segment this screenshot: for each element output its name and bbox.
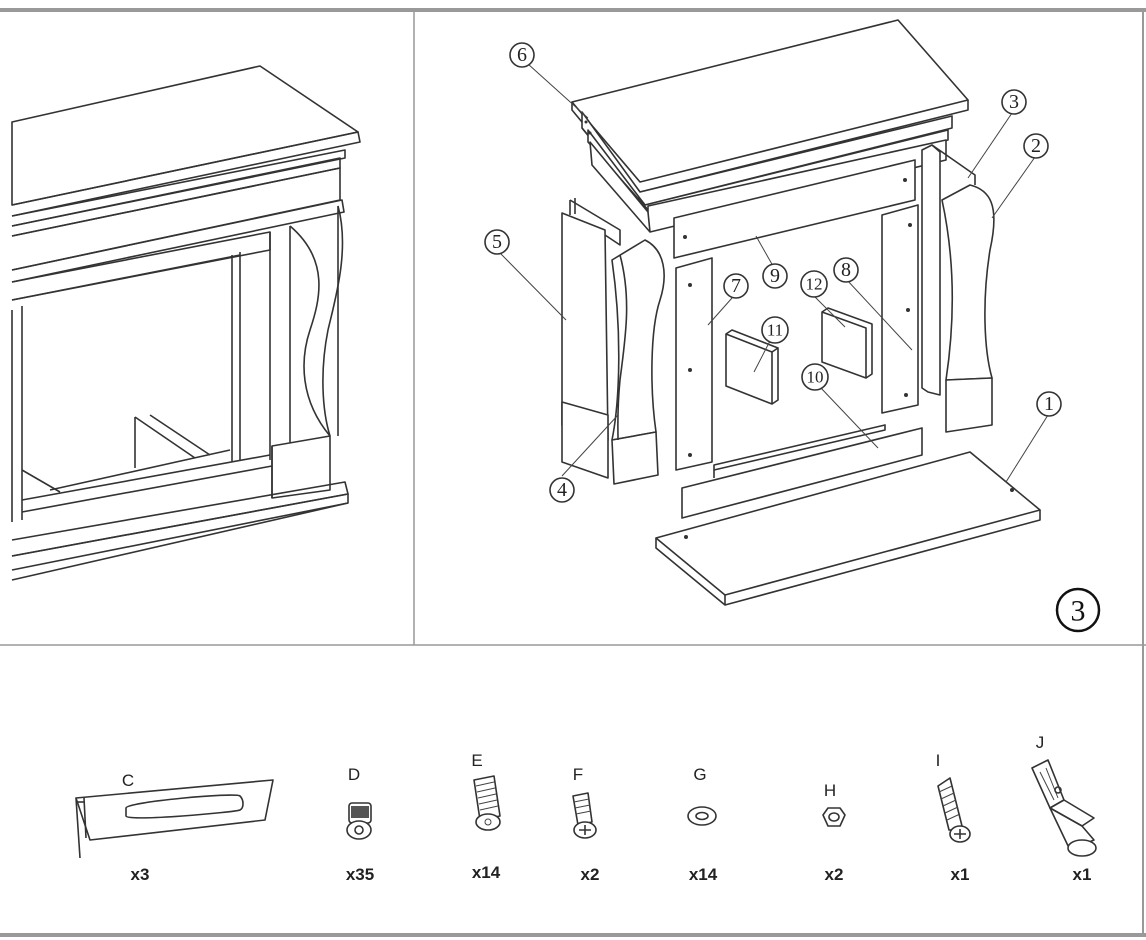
svg-text:5: 5 <box>492 231 502 253</box>
hearth-base-part <box>655 451 1041 606</box>
step-number-badge: 3 <box>1055 587 1101 633</box>
svg-text:1: 1 <box>1044 393 1054 415</box>
svg-text:9: 9 <box>770 265 780 287</box>
hardware-item-h: H x2 <box>822 781 846 884</box>
hardware-item-c: C x3 <box>75 771 274 884</box>
svg-text:11: 11 <box>767 321 783 340</box>
top-mantel-part <box>571 19 969 233</box>
hardware-item-d: D x35 <box>346 765 374 884</box>
frame <box>0 8 1146 937</box>
callout-9: 9 <box>762 263 788 289</box>
hardware-item-j: J x1 <box>1031 733 1097 884</box>
nut-icon <box>822 807 846 827</box>
svg-text:J: J <box>1036 733 1045 752</box>
hardware-item-e: E x14 <box>471 751 501 882</box>
washer-icon <box>687 806 717 826</box>
step-number: 3 <box>1071 595 1086 628</box>
hardware-item-g: G x14 <box>687 765 718 884</box>
svg-text:x1: x1 <box>1073 865 1092 884</box>
callout-2: 2 <box>1023 133 1049 159</box>
svg-text:x35: x35 <box>346 865 374 884</box>
bracket-icon <box>75 779 274 859</box>
svg-text:G: G <box>693 765 706 784</box>
svg-text:12: 12 <box>806 275 823 294</box>
callout-7: 7 <box>723 273 749 299</box>
screw-icon <box>473 775 501 831</box>
svg-text:x1: x1 <box>951 865 970 884</box>
callout-11: 11 <box>761 316 789 344</box>
callout-8: 8 <box>833 257 859 283</box>
callout-5: 5 <box>484 229 510 255</box>
block-12-part <box>821 307 873 379</box>
right-back-panel-part <box>881 204 919 414</box>
svg-text:7: 7 <box>731 275 741 297</box>
svg-text:C: C <box>122 771 134 790</box>
svg-text:4: 4 <box>557 479 567 501</box>
callout-circles: 6 3 2 5 9 7 8 12 11 10 1 4 <box>484 42 1062 503</box>
callout-3: 3 <box>1001 89 1027 115</box>
svg-text:x14: x14 <box>689 865 718 884</box>
block-11-part <box>725 329 779 405</box>
floor-trim-part <box>681 424 923 519</box>
callout-10: 10 <box>801 363 829 391</box>
hardware-list: C x3 D x35 E x14 <box>75 733 1097 884</box>
svg-text:x3: x3 <box>131 865 150 884</box>
svg-text:10: 10 <box>807 368 824 387</box>
hardware-item-i: I x1 <box>936 751 971 884</box>
svg-text:E: E <box>471 751 482 770</box>
callout-1: 1 <box>1036 391 1062 417</box>
svg-text:D: D <box>348 765 360 784</box>
svg-text:x14: x14 <box>472 863 501 882</box>
callout-12: 12 <box>800 270 828 298</box>
svg-text:8: 8 <box>841 259 851 281</box>
cam-lock-icon <box>346 802 372 840</box>
svg-text:x2: x2 <box>825 865 844 884</box>
hardware-item-f: F x2 <box>572 765 600 884</box>
left-leg-part <box>561 198 665 485</box>
screw-icon <box>937 777 971 843</box>
callout-6: 6 <box>509 42 535 68</box>
left-back-panel-part <box>675 257 713 471</box>
svg-text:H: H <box>824 781 836 800</box>
assembled-mantel-illustration <box>11 65 361 581</box>
svg-text:F: F <box>573 765 583 784</box>
callout-4: 4 <box>549 477 575 503</box>
wall-anchor-icon <box>1031 759 1097 857</box>
screw-icon <box>572 792 597 839</box>
svg-text:3: 3 <box>1009 91 1019 113</box>
leader-lines <box>499 63 1049 483</box>
exploded-view-illustration: 6 3 2 5 9 7 8 12 11 10 1 4 3 <box>484 19 1101 633</box>
svg-text:x2: x2 <box>581 865 600 884</box>
svg-text:I: I <box>936 751 941 770</box>
svg-text:6: 6 <box>517 44 527 66</box>
right-leg-part <box>921 144 995 433</box>
svg-text:2: 2 <box>1031 135 1041 157</box>
header-board-part <box>673 159 916 259</box>
